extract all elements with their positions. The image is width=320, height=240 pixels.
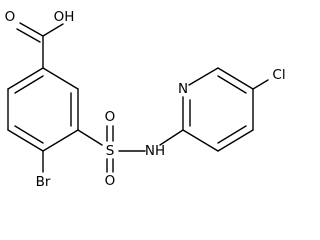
bond-ring-c4-c5 bbox=[7, 129, 44, 152]
carbonyl-o-label: O bbox=[5, 9, 16, 25]
bond-py-c6-n bbox=[188, 67, 219, 86]
bond-carboxyl-o-double-b bbox=[16, 28, 41, 43]
sulfonyl-o-top-label: O bbox=[105, 109, 116, 125]
bond-carboxyl-o-double-a bbox=[19, 22, 44, 37]
bond-py-c3-c4-inner bbox=[217, 125, 247, 144]
bond-py-c3-c4 bbox=[217, 129, 254, 152]
bond-py-cl bbox=[252, 79, 269, 90]
bond-nh-pyridine bbox=[159, 129, 184, 146]
bond-py-c2-c3 bbox=[182, 129, 219, 152]
chlorine-label: Cl bbox=[272, 67, 285, 83]
sulfonyl-o-bottom-label: O bbox=[105, 173, 116, 189]
bromine-label: Br bbox=[36, 174, 51, 190]
atom-labels: OH O Br S O O NH N Cl bbox=[5, 9, 286, 190]
bond-carboxyl-oh bbox=[42, 23, 64, 37]
bond-py-c5-c6 bbox=[217, 67, 254, 90]
bonds bbox=[7, 22, 269, 173]
bond-ring-c4-c5-inner bbox=[14, 125, 44, 144]
bond-py-c5-c6-inner bbox=[217, 75, 247, 94]
bond-c3-s bbox=[77, 129, 103, 146]
bond-ring-c1-c2 bbox=[42, 67, 79, 90]
bond-ring-c6-c1 bbox=[7, 67, 44, 90]
bond-ring-c3-c4 bbox=[42, 129, 79, 152]
sulfur-label: S bbox=[106, 143, 115, 159]
bond-ring-c6-c1-inner bbox=[14, 75, 44, 94]
pyridine-n-label: N bbox=[178, 81, 188, 97]
carboxyl-oh-label: OH bbox=[54, 9, 75, 25]
amine-nh-label: NH bbox=[145, 143, 165, 159]
chemical-structure: OH O Br S O O NH N Cl bbox=[5, 9, 286, 190]
